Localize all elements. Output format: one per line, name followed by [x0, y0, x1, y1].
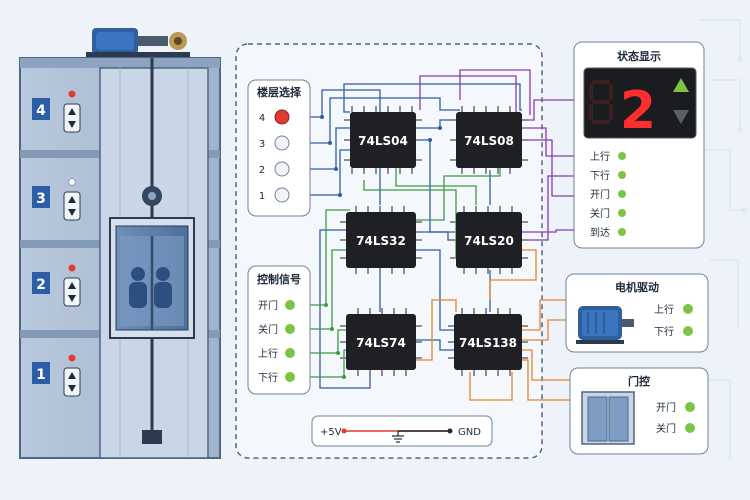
down-arrow-icon[interactable] [68, 295, 76, 302]
motor-icon [576, 306, 634, 344]
door-led-label: 开门 [656, 401, 676, 414]
down-arrow-icon [673, 110, 689, 124]
call-button-panel[interactable] [63, 367, 81, 397]
status-led-label: 开门 [590, 188, 610, 201]
status-led-icon [618, 190, 626, 198]
status-led-label: 上行 [590, 150, 610, 163]
call-button-panel[interactable] [63, 191, 81, 221]
status-led-icon [618, 171, 626, 179]
motor-led-label: 上行 [654, 303, 674, 316]
roof-motor-icon [86, 28, 190, 58]
down-arrow-icon[interactable] [68, 209, 76, 216]
control-signals-title: 控制信号 [257, 272, 301, 286]
floor-label: 4 [36, 103, 46, 119]
signal-led-icon [285, 372, 295, 382]
control-signals-panel: 控制信号 开门 关门 上行 下行 [247, 265, 311, 395]
gnd-label: GND [458, 427, 481, 438]
motor-led-icon [683, 304, 693, 314]
floor-indicator-icon [68, 354, 76, 362]
floor-2: 2 [32, 264, 81, 307]
chip-74ls32: 74LS32 [340, 206, 422, 274]
ground-icon [392, 431, 404, 443]
dim-digit-icon [589, 80, 613, 124]
door-icon [581, 391, 635, 445]
power-rail: +5V GND [311, 415, 493, 447]
floor-3: 3 [32, 178, 81, 221]
floor-1-select-button[interactable] [274, 187, 290, 203]
floor-indicator-icon [68, 178, 76, 186]
signal-label: 上行 [258, 347, 278, 360]
up-arrow-icon[interactable] [68, 108, 76, 115]
motor-drive-panel: 电机驱动 上行 下行 [565, 273, 709, 353]
signal-led-icon [285, 324, 295, 334]
signal-led-icon [285, 348, 295, 358]
chip-label: 74LS20 [464, 234, 514, 248]
motor-drive-title: 电机驱动 [615, 280, 659, 294]
signal-led-icon [285, 300, 295, 310]
chip-74ls74: 74LS74 [340, 308, 422, 376]
background-traces [700, 19, 748, 460]
floor-4-select-button[interactable] [274, 109, 290, 125]
chip-label: 74LS32 [356, 234, 406, 248]
chip-label: 74LS74 [356, 336, 406, 350]
chip-74ls20: 74LS20 [450, 206, 528, 274]
status-display-title: 状态显示 [617, 49, 661, 63]
floor-label: 2 [36, 277, 46, 293]
up-arrow-icon[interactable] [68, 282, 76, 289]
up-arrow-icon[interactable] [68, 372, 76, 379]
call-button-panel[interactable] [63, 277, 81, 307]
up-arrow-icon[interactable] [68, 196, 76, 203]
floor-select-label-3: 3 [259, 139, 265, 150]
chip-74ls08: 74LS08 [450, 106, 528, 174]
status-display-panel: 状态显示 2 上行 下行 开门 关门 到达 [573, 41, 705, 249]
down-arrow-icon[interactable] [68, 121, 76, 128]
call-button-panel[interactable] [63, 103, 81, 133]
chip-label: 74LS04 [358, 134, 408, 148]
status-led-icon [618, 152, 626, 160]
passenger-icon [129, 267, 172, 308]
floor-indicator-icon [68, 264, 76, 272]
chip-label: 74LS138 [459, 336, 517, 350]
floor-digit: 2 [620, 81, 656, 141]
signal-label: 下行 [258, 371, 278, 384]
door-led-icon [685, 402, 695, 412]
elevator-building: 4 3 2 1 [19, 28, 221, 459]
chip-label: 74LS08 [464, 134, 514, 148]
floor-label: 1 [36, 367, 46, 383]
door-led-label: 关门 [656, 422, 676, 435]
floor-select-panel: 楼层选择 4 3 2 1 [247, 79, 311, 217]
floor-select-label-2: 2 [259, 165, 265, 176]
wires [300, 69, 575, 401]
status-led-label: 关门 [590, 207, 610, 220]
floor-indicator-icon [68, 90, 76, 98]
status-led-icon [618, 228, 626, 236]
floor-1: 1 [32, 354, 81, 397]
chip-74ls138: 74LS138 [448, 308, 528, 376]
door-control-panel: 门控 开门 关门 [569, 367, 709, 455]
down-arrow-icon[interactable] [68, 385, 76, 392]
vcc-label: +5V [320, 427, 342, 438]
door-led-icon [685, 423, 695, 433]
status-led-label: 下行 [590, 169, 610, 182]
signal-label: 关门 [258, 323, 278, 336]
floor-select-label-1: 1 [259, 191, 265, 202]
motor-led-icon [683, 326, 693, 336]
floor-select-title: 楼层选择 [257, 85, 302, 99]
motor-led-label: 下行 [654, 325, 674, 338]
signal-label: 开门 [258, 299, 278, 312]
door-control-title: 门控 [628, 374, 650, 388]
up-arrow-icon [673, 78, 689, 92]
status-led-icon [618, 209, 626, 217]
floor-2-select-button[interactable] [274, 161, 290, 177]
chip-74ls04: 74LS04 [344, 106, 422, 174]
floor-select-label-4: 4 [259, 113, 265, 124]
floor-4: 4 [32, 90, 81, 133]
floor-3-select-button[interactable] [274, 135, 290, 151]
status-led-label: 到达 [590, 227, 610, 239]
elevator-cabin [109, 217, 195, 339]
floor-label: 3 [36, 191, 46, 207]
